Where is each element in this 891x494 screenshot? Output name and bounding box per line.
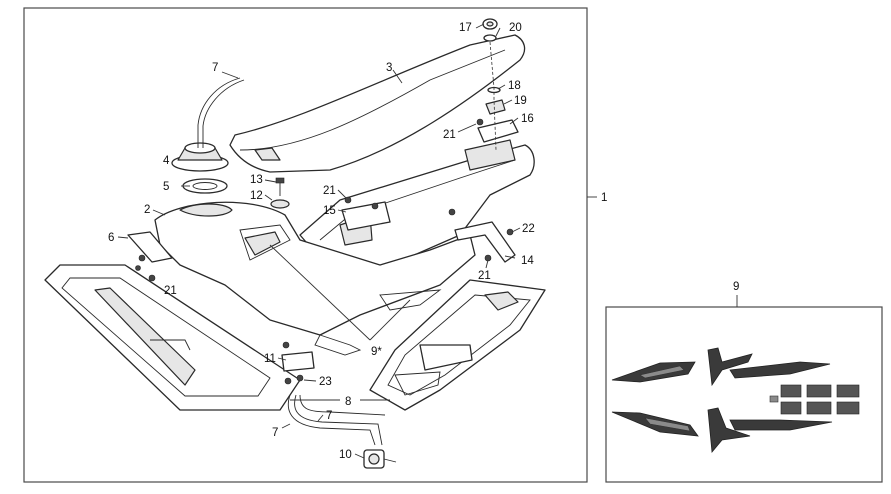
decal-left-upper bbox=[611, 361, 696, 383]
decal-stripe-lower bbox=[707, 407, 833, 453]
seat bbox=[229, 34, 526, 173]
callout-9-star: 9* bbox=[371, 346, 382, 358]
decal-kit-frame bbox=[605, 306, 883, 483]
callout-3: 3 bbox=[386, 62, 392, 74]
callout-12: 12 bbox=[250, 190, 263, 202]
callout-14: 14 bbox=[521, 255, 534, 267]
rear-bracket-14 bbox=[448, 208, 516, 263]
callout-20: 20 bbox=[509, 22, 522, 34]
callout-9: 9 bbox=[733, 281, 739, 293]
rubber-grommet-12 bbox=[270, 199, 290, 209]
fuel-tank bbox=[154, 201, 476, 356]
breather-hose bbox=[197, 77, 245, 148]
fuel-hoses bbox=[287, 394, 386, 446]
fuel-tap-10 bbox=[363, 449, 397, 469]
fuel-cap bbox=[171, 142, 229, 172]
decal-badges bbox=[769, 384, 860, 415]
assembly-line-seat bbox=[489, 41, 497, 151]
leader-lines bbox=[117, 23, 738, 459]
decal-stripe-upper bbox=[707, 347, 831, 387]
callout-6: 6 bbox=[108, 232, 114, 244]
callout-5: 5 bbox=[163, 181, 169, 193]
callout-23: 23 bbox=[319, 376, 332, 388]
callout-7-top: 7 bbox=[212, 62, 218, 74]
callout-17: 17 bbox=[459, 22, 472, 34]
callout-21-left: 21 bbox=[164, 285, 177, 297]
callout-8: 8 bbox=[345, 396, 351, 408]
callout-11: 11 bbox=[264, 353, 276, 365]
callout-15: 15 bbox=[323, 205, 336, 217]
mount-bracket-left bbox=[127, 231, 173, 282]
decal-left-lower bbox=[611, 411, 699, 437]
callout-18: 18 bbox=[508, 80, 521, 92]
seat-knob-17 bbox=[482, 18, 498, 30]
callout-1: 1 bbox=[601, 192, 607, 204]
callout-10: 10 bbox=[339, 449, 352, 461]
latch-plate-19 bbox=[485, 99, 506, 115]
callout-16: 16 bbox=[521, 113, 534, 125]
seat-latch-16 bbox=[476, 118, 519, 143]
callout-7-left: 7 bbox=[272, 427, 278, 439]
callout-7-right: 7 bbox=[326, 410, 332, 422]
bolt-13 bbox=[275, 177, 285, 196]
seat-bolt-20 bbox=[483, 34, 497, 42]
callout-21-right: 21 bbox=[478, 270, 491, 282]
callout-2: 2 bbox=[144, 204, 150, 216]
left-side-cover bbox=[44, 264, 301, 411]
seat-bracket-15 bbox=[341, 196, 391, 231]
right-side-cover bbox=[369, 279, 546, 411]
callout-4: 4 bbox=[163, 155, 170, 167]
callout-19: 19 bbox=[514, 95, 527, 107]
main-assembly-frame bbox=[23, 7, 588, 483]
callout-13: 13 bbox=[250, 174, 263, 186]
callout-21-mid: 21 bbox=[323, 185, 336, 197]
callout-22: 22 bbox=[522, 223, 535, 235]
tap-plate-11 bbox=[281, 341, 315, 385]
callout-21-upper: 21 bbox=[443, 129, 456, 141]
